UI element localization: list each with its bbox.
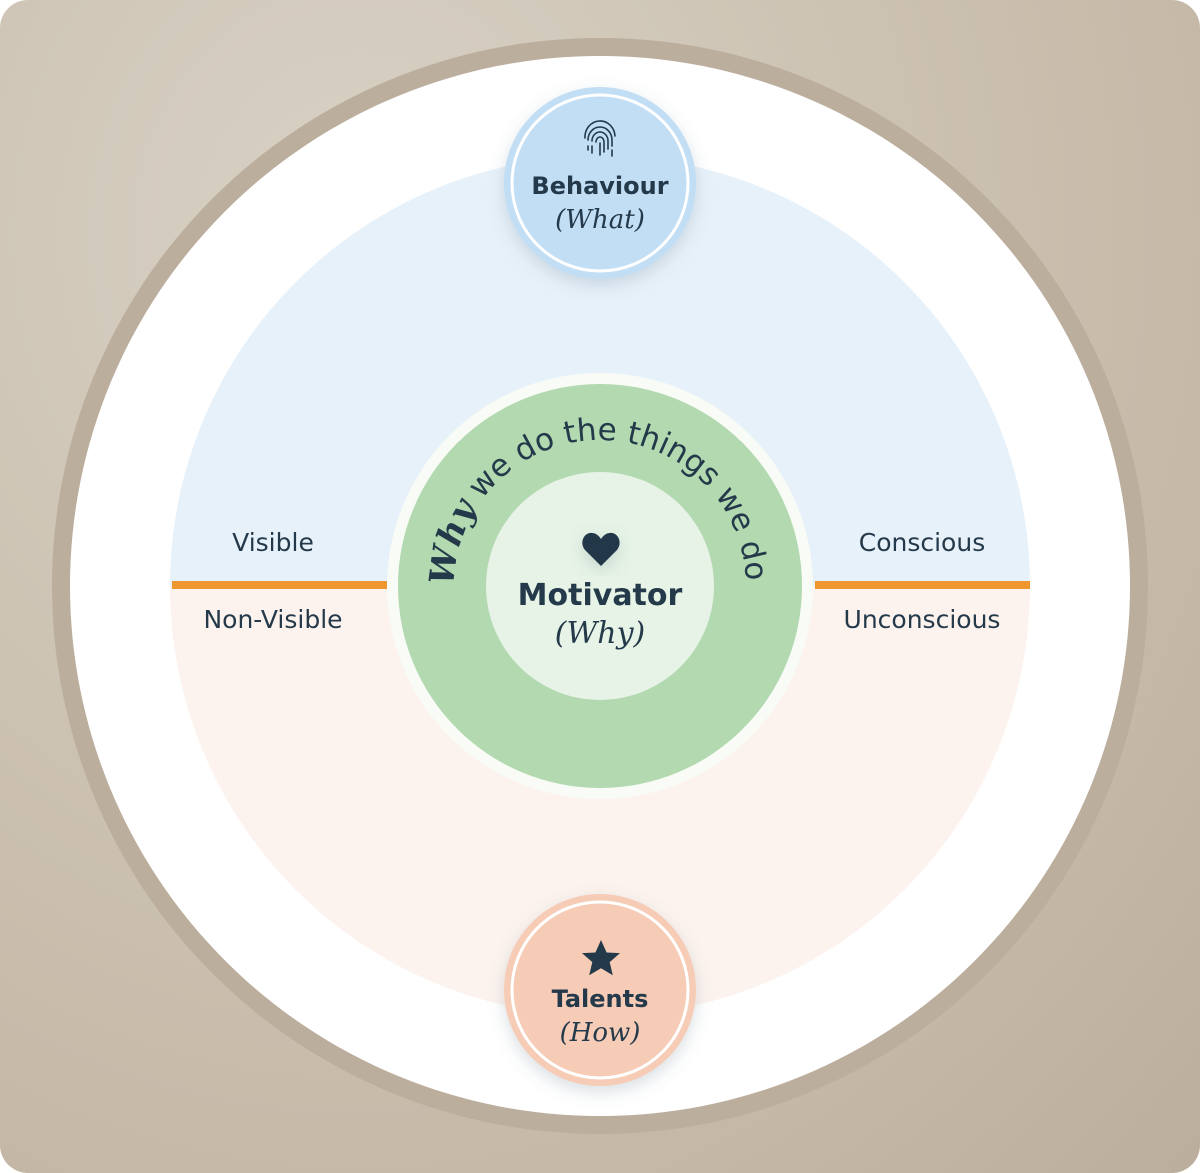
right-divider-line <box>815 581 1030 589</box>
motivator-title: Motivator <box>517 578 683 613</box>
behaviour-subtitle: (What) <box>555 205 645 235</box>
talents-node <box>504 894 696 1086</box>
label-visible: Visible <box>232 528 314 557</box>
behaviour-node <box>504 87 696 279</box>
talents-subtitle: (How) <box>559 1018 641 1048</box>
star-icon <box>582 940 620 976</box>
talents-node-ring <box>510 900 690 1080</box>
heart-icon <box>582 532 620 566</box>
label-non-visible: Non-Visible <box>203 605 343 634</box>
fingerprint-icon <box>584 120 616 157</box>
motivator-inner-disc <box>486 472 714 700</box>
left-divider-line <box>172 581 387 589</box>
talents-title: Talents <box>551 985 649 1013</box>
label-conscious: Conscious <box>858 528 986 557</box>
motivator-subtitle: (Why) <box>554 616 646 651</box>
behaviour-node-ring <box>510 93 690 273</box>
behaviour-title: Behaviour <box>531 172 669 200</box>
label-unconscious: Unconscious <box>843 605 1001 634</box>
